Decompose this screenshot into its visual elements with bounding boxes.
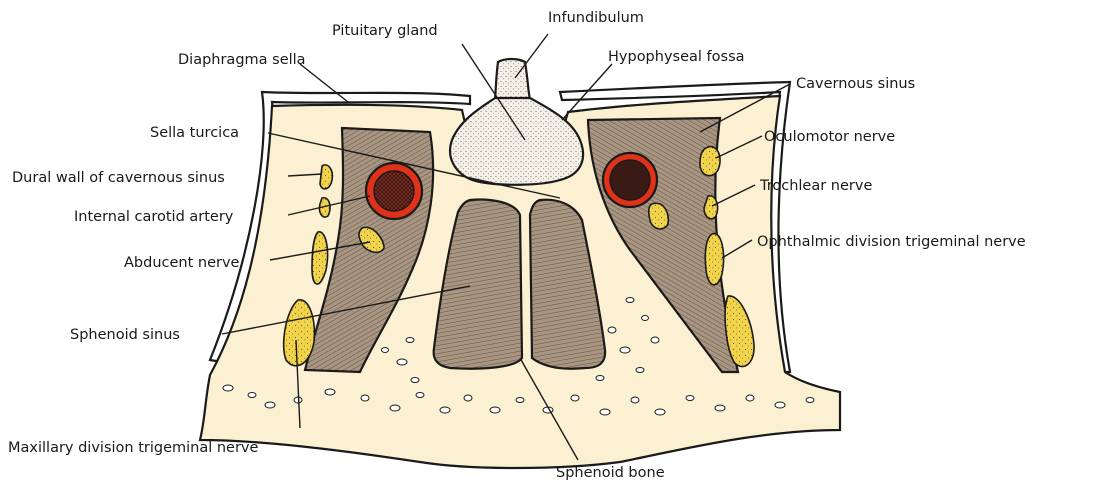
internal-carotid-artery-right: [603, 153, 657, 207]
label-ophthalmic-division: Ophthalmic division trigeminal nerve: [757, 234, 1026, 250]
label-internal-carotid-artery: Internal carotid artery: [74, 209, 234, 225]
label-pituitary-gland: Pituitary gland: [332, 23, 438, 39]
internal-carotid-artery-left: [366, 163, 422, 219]
label-dural-wall: Dural wall of cavernous sinus: [12, 170, 225, 186]
label-hypophyseal-fossa: Hypophyseal fossa: [608, 49, 745, 65]
pituitary-gland-shape: [450, 98, 583, 185]
label-sella-turcica: Sella turcica: [150, 125, 239, 141]
label-abducent-nerve: Abducent nerve: [124, 255, 240, 271]
label-trochlear-nerve: Trochlear nerve: [759, 178, 872, 194]
label-oculomotor-nerve: Oculomotor nerve: [764, 129, 895, 145]
label-maxillary-division: Maxillary division trigeminal nerve: [8, 440, 259, 456]
label-sphenoid-sinus: Sphenoid sinus: [70, 327, 180, 343]
label-diaphragma-sella: Diaphragma sella: [178, 52, 306, 68]
label-cavernous-sinus: Cavernous sinus: [796, 76, 915, 92]
label-infundibulum: Infundibulum: [548, 10, 644, 26]
label-sphenoid-bone: Sphenoid bone: [556, 465, 665, 481]
